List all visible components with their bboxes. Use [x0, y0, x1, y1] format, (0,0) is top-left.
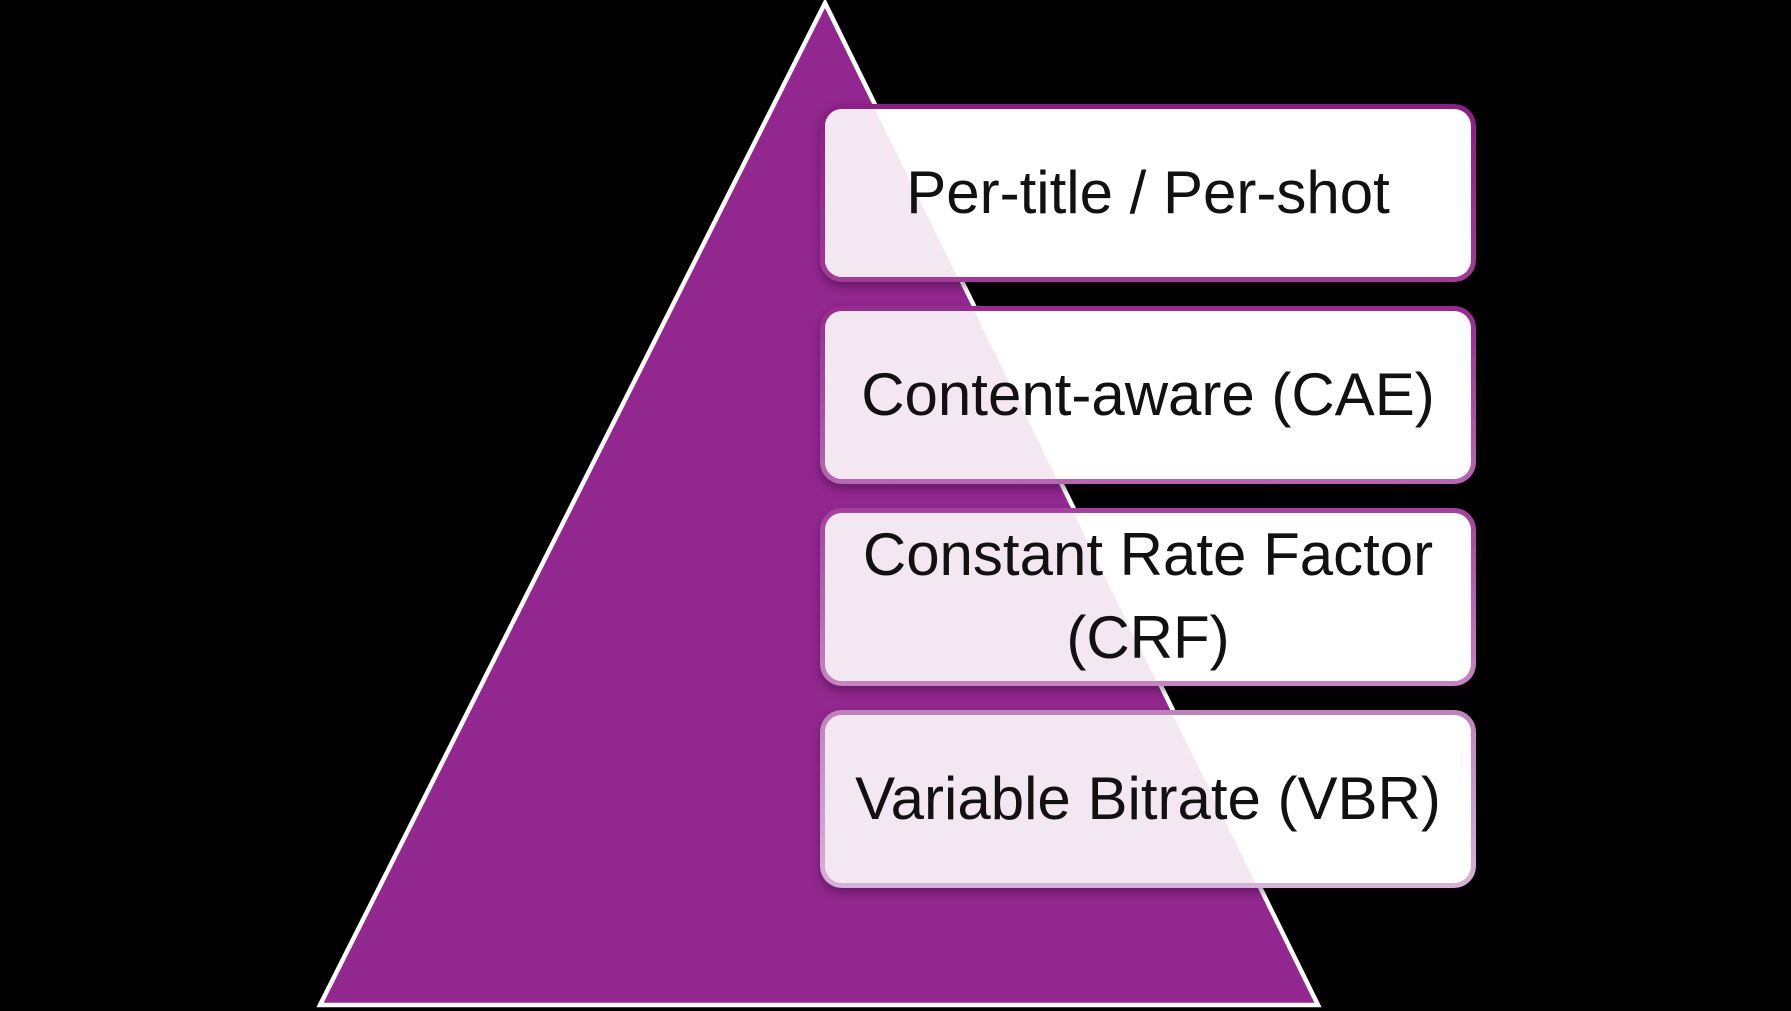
pyramid-level-4-body: Variable Bitrate (VBR) — [825, 715, 1471, 883]
pyramid-level-1-body: Per-title / Per-shot — [825, 109, 1471, 277]
pyramid-level-3-body: Constant Rate Factor (CRF) — [825, 513, 1471, 681]
pyramid-level-3: Constant Rate Factor (CRF) — [820, 508, 1476, 686]
pyramid-level-2-body: Content-aware (CAE) — [825, 311, 1471, 479]
pyramid-level-3-label: Constant Rate Factor (CRF) — [862, 521, 1434, 671]
pyramid-level-1-label: Per-title / Per-shot — [906, 158, 1390, 226]
pyramid-level-2: Content-aware (CAE) — [820, 306, 1476, 484]
pyramid-level-2-label: Content-aware (CAE) — [861, 360, 1435, 428]
pyramid-level-1: Per-title / Per-shot — [820, 104, 1476, 282]
pyramid-level-4-label: Variable Bitrate (VBR) — [855, 764, 1441, 832]
pyramid-level-4: Variable Bitrate (VBR) — [820, 710, 1476, 888]
